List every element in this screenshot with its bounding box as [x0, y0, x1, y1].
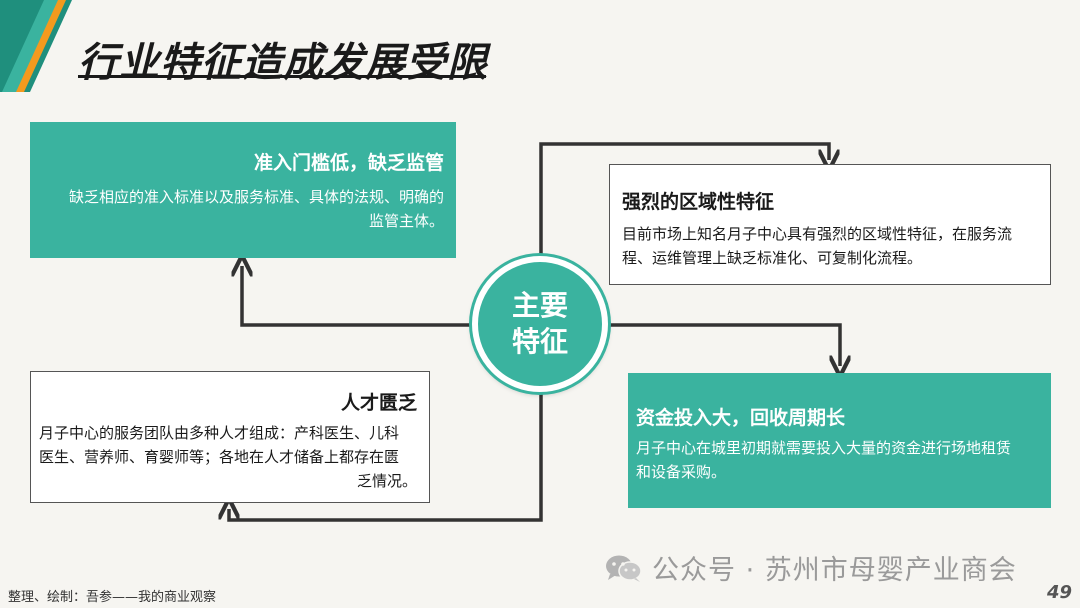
card-body: 月子中心在城里初期就需要投入大量的资金进行场地租赁 和设备采购。 — [636, 436, 1037, 484]
card-heading: 人才匮乏 — [340, 392, 417, 414]
card-body-line: 程、运维管理上缺乏标准化、可复制化流程。 — [622, 249, 923, 267]
card-body: 目前市场上知名月子中心具有强烈的区域性特征，在服务流 程、运维管理上缺乏标准化、… — [622, 222, 1036, 270]
card-body: 月子中心的服务团队由多种人才组成：产科医生、儿科 医生、营养师、育婴师等；各地在… — [39, 421, 417, 493]
page-title: 行业特征造成发展受限 — [78, 40, 488, 86]
watermark: 公众号 · 苏州市母婴产业商会 — [604, 548, 1017, 587]
card-low-entry-barrier: 准入门槛低，缺乏监管 缺乏相应的准入标准以及服务标准、具体的法规、明确的 监管主… — [30, 122, 456, 258]
watermark-text: 公众号 · 苏州市母婴产业商会 — [652, 555, 1017, 586]
card-heading: 强烈的区域性特征 — [622, 191, 775, 213]
card-body-line: 月子中心在城里初期就需要投入大量的资金进行场地租赁 — [636, 439, 1012, 457]
card-high-investment: 资金投入大，回收周期长 月子中心在城里初期就需要投入大量的资金进行场地租赁 和设… — [628, 373, 1051, 508]
card-body-line: 乏情况。 — [356, 472, 417, 490]
center-label-line: 特征 — [511, 325, 568, 358]
connector-top-left — [242, 266, 475, 327]
card-body-line: 目前市场上知名月子中心具有强烈的区域性特征，在服务流 — [622, 225, 1013, 243]
center-circle: 主要 特征 — [472, 256, 608, 392]
page-number: 49 — [1046, 582, 1072, 603]
card-body-line: 医生、营养师、育婴师等；各地在人才储备上都存在匮 — [39, 448, 400, 466]
corner-decoration — [0, 0, 72, 92]
card-heading: 资金投入大，回收周期长 — [636, 407, 846, 429]
wechat-icon — [606, 555, 642, 582]
center-label-line: 主要 — [511, 289, 568, 322]
card-body-line: 和设备采购。 — [636, 463, 727, 481]
card-body-line: 缺乏相应的准入标准以及服务标准、具体的法规、明确的 — [68, 188, 444, 206]
card-body: 缺乏相应的准入标准以及服务标准、具体的法规、明确的 监管主体。 — [50, 185, 444, 233]
connector-bottom-right — [607, 323, 840, 366]
card-regional-feature: 强烈的区域性特征 目前市场上知名月子中心具有强烈的区域性特征，在服务流 程、运维… — [609, 164, 1051, 285]
card-body-line: 月子中心的服务团队由多种人才组成：产科医生、儿科 — [39, 424, 400, 442]
title-underline — [78, 75, 486, 78]
card-talent-shortage: 人才匮乏 月子中心的服务团队由多种人才组成：产科医生、儿科 医生、营养师、育婴师… — [30, 371, 430, 503]
footer-credit: 整理、绘制：吾参——我的商业观察 — [8, 590, 217, 605]
card-heading: 准入门槛低，缺乏监管 — [253, 152, 444, 174]
card-body-line: 监管主体。 — [368, 212, 444, 230]
